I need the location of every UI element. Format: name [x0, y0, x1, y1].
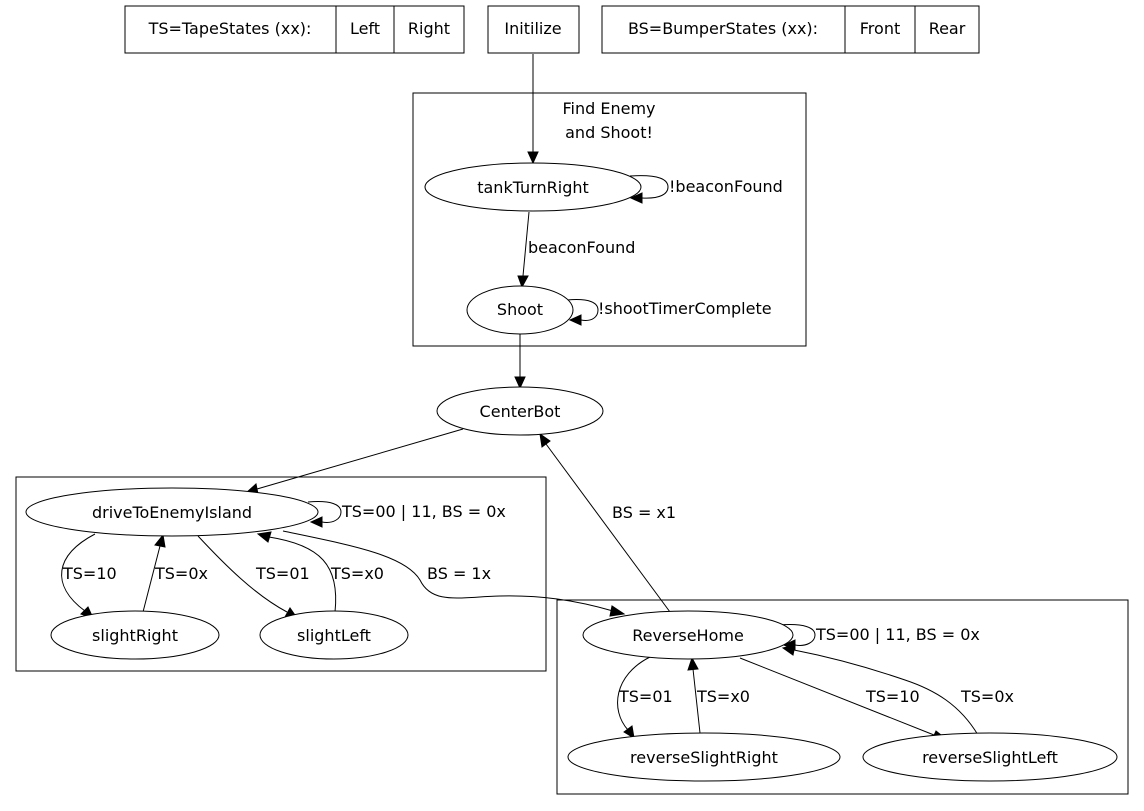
- node-shoot: Shoot: [466, 285, 574, 335]
- arrowhead: [687, 656, 699, 671]
- find-enemy-cluster: Find Enemy and Shoot!: [412, 92, 807, 347]
- edge-slightleft-to-drive: [268, 536, 337, 613]
- centerbot-label: CenterBot: [480, 402, 561, 421]
- arrowhead: [609, 605, 626, 617]
- edge-drive-to-reversehome: [282, 530, 614, 612]
- edge-drive-to-slightright: [61, 533, 96, 612]
- tape-right-label: Right: [408, 19, 450, 38]
- node-drivetoenemyisland: driveToEnemyIsland: [25, 487, 319, 537]
- arrowhead: [781, 644, 796, 656]
- drive-cluster: [15, 476, 547, 672]
- node-tankturnright: tankTurnRight: [424, 162, 642, 212]
- drivetoenemyisland-label: driveToEnemyIsland: [92, 503, 252, 522]
- arrowhead: [629, 192, 643, 204]
- arrowhead: [309, 516, 323, 528]
- bumper-states-label: BS=BumperStates (xx):: [628, 19, 818, 38]
- edges: !beaconFound beaconFound !shootTimerComp…: [61, 54, 1014, 741]
- arrowhead: [517, 275, 529, 289]
- label-reverse-ts01: TS=01: [618, 687, 673, 706]
- edge-drive-to-slightleft: [197, 535, 288, 613]
- node-reversehome: ReverseHome: [582, 610, 794, 660]
- edge-reverse-self: [778, 624, 816, 646]
- label-reverse-ts10: TS=10: [865, 687, 920, 706]
- edge-slightright-to-drive: [142, 545, 161, 613]
- node-reverseslightleft: reverseSlightLeft: [862, 732, 1118, 782]
- edge-reverse-to-rsr: [617, 656, 651, 731]
- reversehome-label: ReverseHome: [632, 626, 744, 645]
- bumper-states-legend: BS=BumperStates (xx): Front Rear: [601, 5, 980, 54]
- find-enemy-title-line2: and Shoot!: [565, 123, 653, 142]
- shoot-label: Shoot: [497, 300, 543, 319]
- find-enemy-title-line1: Find Enemy: [562, 99, 655, 118]
- label-reverse-bsx1: BS = x1: [612, 503, 676, 522]
- label-not-shoot-timer: !shootTimerComplete: [598, 299, 772, 318]
- bumper-front-label: Front: [860, 19, 900, 38]
- edge-tankturnright-self: [629, 175, 669, 199]
- arrowhead: [256, 531, 272, 543]
- edge-drive-self: [307, 501, 342, 523]
- label-beacon-found: beaconFound: [528, 238, 635, 257]
- label-drive-bs1x: BS = 1x: [427, 564, 491, 583]
- arrowhead: [539, 432, 551, 448]
- label-drive-ts01: TS=01: [255, 564, 310, 583]
- reverse-cluster: [556, 599, 1129, 795]
- node-slightleft: slightLeft: [259, 610, 409, 660]
- arrowhead: [623, 725, 635, 739]
- edge-rsr-to-reverse: [692, 668, 701, 734]
- node-slightright: slightRight: [50, 610, 220, 660]
- edge-reverse-to-rsl: [739, 657, 935, 736]
- tape-states-legend: TS=TapeStates (xx): Left Right: [124, 5, 465, 54]
- label-rsr-tsx0: TS=x0: [696, 687, 750, 706]
- label-rsl-ts0x: TS=0x: [960, 687, 1014, 706]
- tape-left-label: Left: [350, 19, 380, 38]
- label-slightright-ts0x: TS=0x: [154, 564, 208, 583]
- edge-centerbot-to-drive: [256, 428, 464, 490]
- label-drive-ts10: TS=10: [62, 564, 117, 583]
- label-drive-self: TS=00 | 11, BS = 0x: [341, 502, 506, 521]
- arrowhead: [154, 533, 166, 548]
- tape-states-label: TS=TapeStates (xx):: [148, 19, 312, 38]
- label-not-beacon-found: !beaconFound: [669, 177, 783, 196]
- edge-tankturnright-to-shoot: [522, 211, 530, 277]
- bumper-rear-label: Rear: [929, 19, 966, 38]
- initialize-label: Initilize: [504, 19, 561, 38]
- arrowhead: [527, 151, 539, 165]
- reverseslightleft-label: reverseSlightLeft: [922, 748, 1058, 767]
- reverseslightright-label: reverseSlightRight: [630, 748, 778, 767]
- edge-rsl-to-reverse: [793, 649, 979, 736]
- label-reverse-self: TS=00 | 11, BS = 0x: [815, 625, 980, 644]
- node-reverseslightright: reverseSlightRight: [567, 732, 841, 782]
- slightright-label: slightRight: [92, 626, 178, 645]
- tankturnright-label: tankTurnRight: [477, 178, 589, 197]
- edge-shoot-self: [566, 299, 599, 321]
- node-centerbot: CenterBot: [436, 386, 604, 436]
- arrowhead: [568, 314, 582, 326]
- label-slightleft-tsx0: TS=x0: [330, 564, 384, 583]
- edge-reversehome-to-centerbot: [545, 443, 671, 613]
- arrowhead: [514, 376, 526, 390]
- initialize-state: Initilize: [487, 5, 580, 54]
- slightleft-label: slightLeft: [297, 626, 371, 645]
